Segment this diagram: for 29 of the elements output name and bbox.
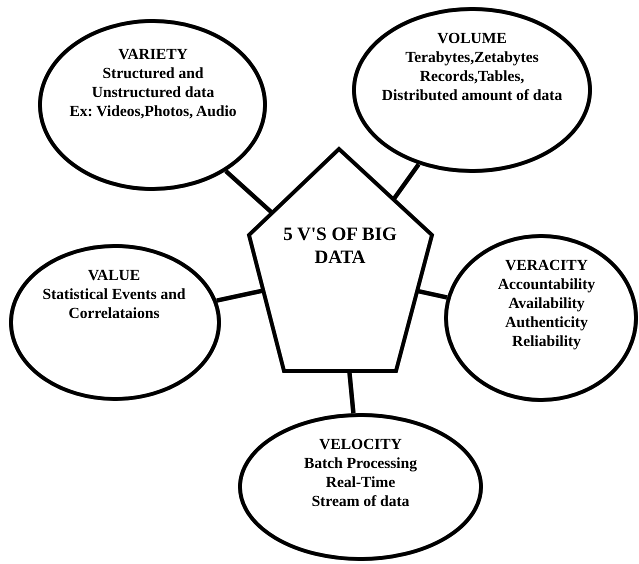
category-detail: Availability [508,294,585,313]
category-heading: VELOCITY [319,435,402,454]
category-detail: Authenticity [505,313,588,332]
connector-line [224,169,274,215]
connector-line [416,288,448,300]
pentagon-node [249,149,432,371]
center-title: 5 V'S OF BIG DATA [282,223,398,269]
category-detail: Statistical Events and Correlataions [42,285,186,323]
category-detail: Ex: Videos,Photos, Audio [69,102,237,121]
category-heading: VALUE [88,266,140,285]
category-detail: Distributed amount of data [382,86,562,105]
category-detail: Structured and Unstructured data [90,64,216,102]
category-detail: Accountability [498,275,596,294]
category-heading: VOLUME [437,29,507,48]
ellipse-node [9,244,221,401]
category-detail: Records,Tables, [420,67,524,86]
category-detail: Stream of data [312,492,410,511]
connector-line [216,288,264,303]
category-detail: Reliability [512,332,581,351]
ellipse-node [38,19,267,191]
category-heading: VERACITY [505,256,588,275]
category-detail: Terabytes,Zetabytes [405,48,539,67]
ellipse-node [238,413,483,561]
ellipse-node [352,7,592,173]
category-detail: Batch Processing [304,454,417,473]
connector-line [392,163,420,201]
ellipse-node [444,234,638,402]
category-detail: Real-Time [326,473,396,492]
category-heading: VARIETY [118,45,188,64]
